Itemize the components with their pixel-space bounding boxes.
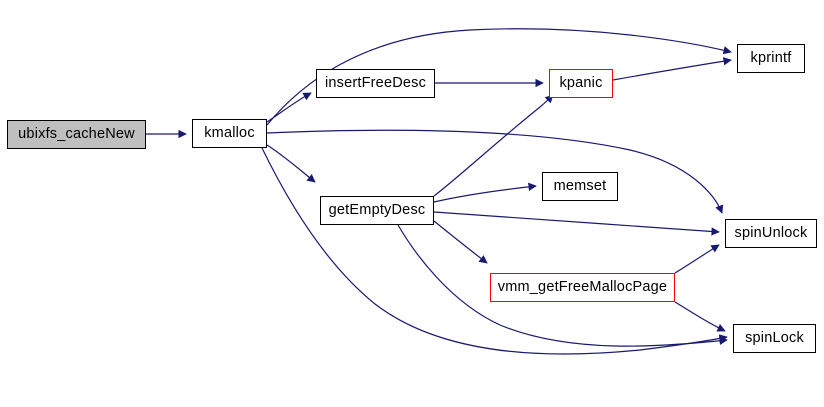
node-label: vmm_getFreeMallocPage (497, 279, 668, 296)
node-label: memset (553, 178, 607, 195)
node-kmalloc[interactable]: kmalloc (192, 119, 267, 148)
node-label: kpanic (559, 75, 603, 92)
edge-vmm_getFreeMallocPage-to-spinLock (674, 301, 726, 332)
edge-getEmptyDesc-to-memset (433, 182, 537, 203)
node-kpanic[interactable]: kpanic (549, 69, 613, 98)
edge-getEmptyDesc-to-vmm_getFreeMallocPage (433, 220, 488, 264)
edge-getEmptyDesc-to-spinUnlock (433, 211, 720, 236)
edge-kmalloc-to-spinLock (261, 147, 728, 355)
edge-kmalloc-to-getEmptyDesc (266, 144, 316, 183)
node-label: kprintf (750, 50, 792, 67)
node-vmm-getfreemallocpage[interactable]: vmm_getFreeMallocPage (490, 273, 675, 302)
node-label: insertFreeDesc (324, 75, 427, 92)
node-label: ubixfs_cacheNew (18, 126, 135, 143)
node-getemptydesc[interactable]: getEmptyDesc (320, 196, 434, 225)
node-label: spinUnlock (734, 225, 808, 242)
node-label: kmalloc (204, 125, 255, 142)
node-insertfreedesc[interactable]: insertFreeDesc (316, 69, 435, 98)
edge-getEmptyDesc-to-kpanic (433, 94, 554, 197)
edge-kmalloc-to-spinUnlock (266, 129, 724, 214)
node-label: spinLock (745, 330, 804, 347)
node-kprintf[interactable]: kprintf (737, 44, 805, 73)
edge-kmalloc-to-insertFreeDesc (266, 92, 312, 123)
node-spinunlock[interactable]: spinUnlock (725, 219, 817, 248)
edge-getEmptyDesc-to-spinLock (397, 224, 728, 347)
node-label: getEmptyDesc (328, 202, 426, 219)
node-memset[interactable]: memset (542, 172, 618, 201)
edge-vmm_getFreeMallocPage-to-spinUnlock (674, 244, 720, 274)
node-spinlock[interactable]: spinLock (733, 324, 816, 353)
node-ubixfs-cachenew[interactable]: ubixfs_cacheNew (7, 120, 146, 149)
edge-kmalloc-to-kprintf (266, 28, 732, 126)
edge-kpanic-to-kprintf (612, 57, 732, 81)
